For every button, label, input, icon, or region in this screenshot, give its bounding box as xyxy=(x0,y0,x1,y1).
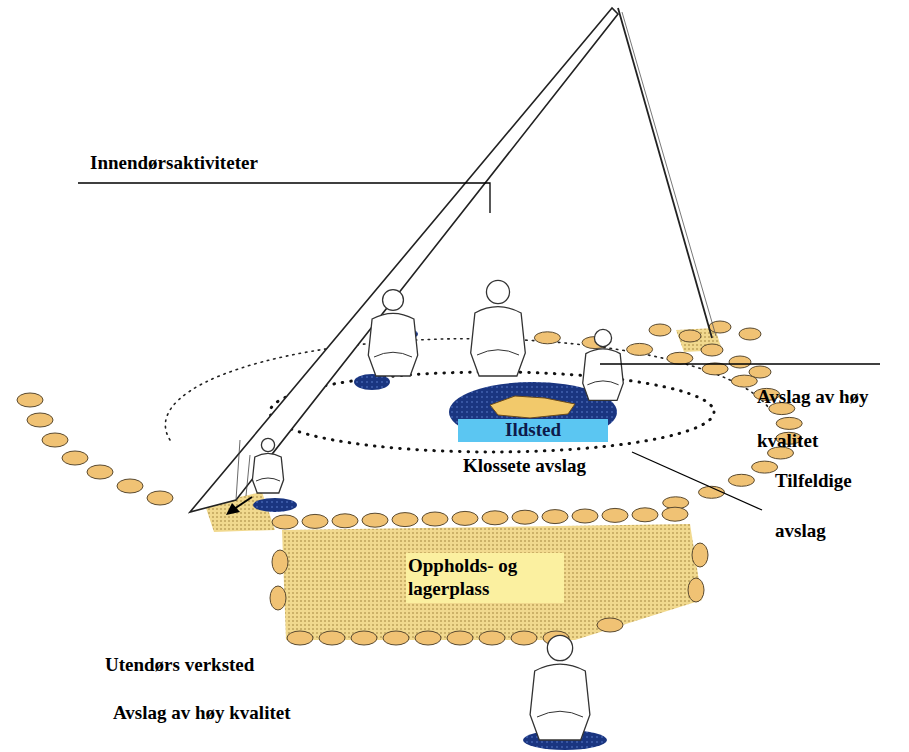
stone xyxy=(702,363,728,375)
stone xyxy=(17,393,43,407)
tent-flap xyxy=(236,440,250,500)
person-body xyxy=(583,349,624,400)
person-head xyxy=(594,329,611,346)
person-arms xyxy=(374,352,412,357)
person-arms xyxy=(587,381,618,385)
person-arms xyxy=(256,478,280,481)
person-head xyxy=(261,438,274,451)
fire xyxy=(490,396,575,418)
people xyxy=(252,280,623,750)
stone xyxy=(302,514,328,528)
stone xyxy=(272,550,288,574)
stone xyxy=(701,344,723,356)
leader-line xyxy=(632,452,762,510)
stone xyxy=(287,631,313,645)
activity-zone xyxy=(270,372,714,452)
stone xyxy=(729,356,751,368)
stone xyxy=(632,508,658,522)
stone xyxy=(662,507,688,521)
area-box: Oppholds- og lagerplass xyxy=(406,553,564,603)
stone xyxy=(362,513,388,527)
stone xyxy=(422,512,448,526)
stone xyxy=(649,324,671,336)
annotation-label: Utendørs verksted xyxy=(105,654,345,677)
person-arms xyxy=(477,350,519,355)
direction-arrow xyxy=(226,503,240,515)
stone xyxy=(692,543,708,567)
leader-line xyxy=(78,183,490,213)
stone xyxy=(319,631,345,645)
stone xyxy=(270,586,286,610)
annotation-label: Avslag av høy kvalitet xyxy=(113,702,353,725)
stone xyxy=(688,578,704,602)
person-body xyxy=(530,664,590,740)
node-text: Ildsted xyxy=(458,419,608,442)
stone xyxy=(479,631,505,645)
stone xyxy=(392,513,418,527)
stone xyxy=(62,451,88,465)
stone xyxy=(512,510,538,524)
person-head xyxy=(383,290,404,311)
stone xyxy=(749,366,771,378)
stone xyxy=(534,332,560,344)
stone xyxy=(627,343,653,355)
person-body xyxy=(471,307,526,376)
stone xyxy=(752,461,778,473)
person-body xyxy=(368,313,417,376)
person-arms xyxy=(537,711,583,717)
stone xyxy=(117,479,143,493)
stone xyxy=(272,515,298,529)
stone xyxy=(542,510,568,524)
stone xyxy=(511,631,537,645)
stone xyxy=(87,465,113,479)
stone xyxy=(739,328,761,340)
stone xyxy=(572,509,598,523)
stone xyxy=(415,631,441,645)
person-body xyxy=(252,453,283,493)
annotation-label: Innendørsaktiviteter xyxy=(90,152,350,175)
stone xyxy=(452,511,478,525)
stone xyxy=(597,618,623,632)
stone xyxy=(27,413,53,427)
person-head xyxy=(547,635,572,660)
person-head xyxy=(486,280,509,303)
stone xyxy=(679,330,701,342)
node-text: Oppholds- og lagerplass xyxy=(408,555,562,601)
stone xyxy=(147,491,173,505)
tent-pole xyxy=(622,12,716,336)
tent-side xyxy=(190,8,618,512)
annotation-label: Avslag av høy kvalitet xyxy=(757,375,885,463)
storage-area xyxy=(282,524,702,640)
stone xyxy=(482,511,508,525)
annotation-label: Klossete avslag xyxy=(463,455,663,478)
tent-pole xyxy=(618,8,712,338)
stone xyxy=(447,631,473,645)
hearth-box: Ildsted xyxy=(458,419,608,442)
flake-scatter xyxy=(253,498,297,512)
stone xyxy=(383,631,409,645)
annotation-label: Tilfeldige avslag xyxy=(775,456,885,556)
direction-arrow xyxy=(234,497,252,509)
stone xyxy=(602,508,628,522)
stone xyxy=(776,417,802,429)
stone xyxy=(351,631,377,645)
stone xyxy=(728,474,754,486)
stone xyxy=(42,433,68,447)
stone xyxy=(332,514,358,528)
stone xyxy=(667,352,693,364)
leader-line xyxy=(600,363,880,364)
